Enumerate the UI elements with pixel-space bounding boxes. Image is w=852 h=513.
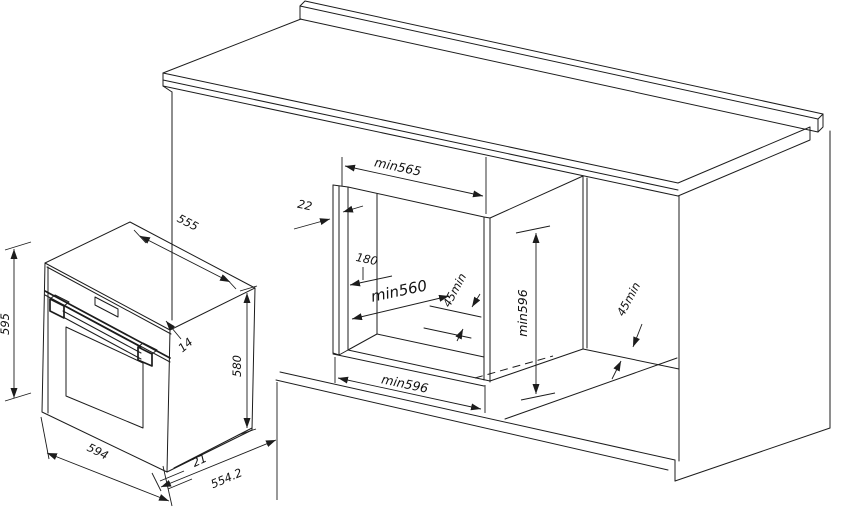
dim-opening-height: min596 [515,289,530,336]
oven-handle [49,294,158,367]
dim-oven-body-height: 580 [230,355,244,377]
oven-front-details [44,290,171,429]
niche-dimensions: min565 22 180 min560 45min min596 min596… [293,154,643,413]
oven-door-window [65,326,144,429]
dim-panel-protrusion: 14 [175,335,195,355]
dim-panel-thickness: 22 [296,197,313,214]
dim-niche-depth: min560 [369,276,428,305]
dim-oven-total-depth: 554.2 [209,465,245,491]
dim-oven-top-depth: 555 [175,211,201,233]
dim-vent-gap-inner: 45min [440,271,469,310]
dim-oven-height: 595 [0,313,12,335]
dim-vent-gap-plinth: 45min [614,280,643,319]
oven-display [94,296,119,318]
dim-door-offset: 21 [190,451,209,470]
cabinet-outline [162,0,831,482]
dim-socket-zone: 180 [355,250,379,268]
dim-niche-inner-width: min565 [373,154,423,179]
